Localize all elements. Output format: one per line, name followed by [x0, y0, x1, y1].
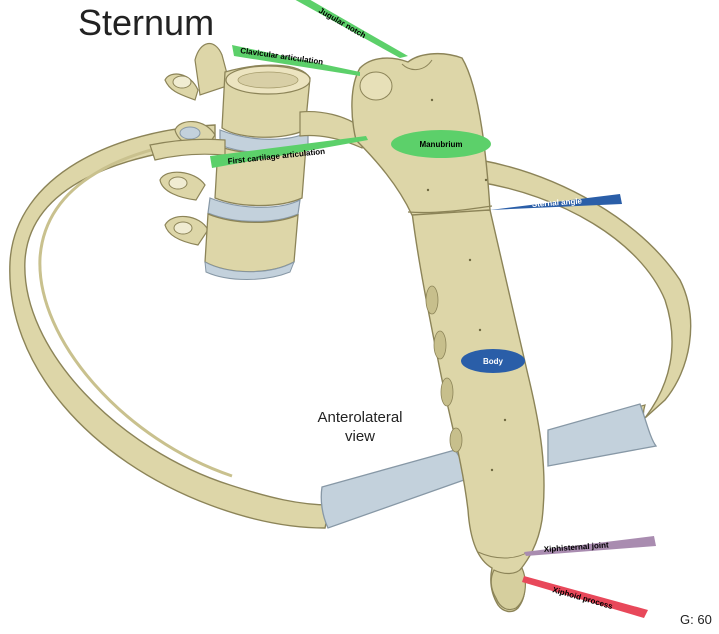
- costal-cartilage-left: [320, 449, 466, 529]
- label-xiphisternal-joint: Xiphisternal joint: [524, 536, 656, 556]
- xiphoid-process: [490, 566, 526, 611]
- label-jugular-notch: Jugular notch: [295, 0, 408, 58]
- sternum-body: [411, 209, 545, 613]
- rib-ring: [9, 124, 692, 529]
- page-title: Sternum: [78, 2, 215, 43]
- label-body: Body: [461, 349, 525, 373]
- label-xiphoid-process: Xiphoid process: [522, 576, 648, 618]
- costal-cartilage-right: [547, 403, 658, 467]
- page-reference: G: 60: [680, 612, 712, 627]
- label-jugular-notch-text: Jugular notch: [317, 6, 367, 40]
- label-body-text: Body: [483, 357, 504, 366]
- rib-arc-left: [9, 124, 331, 529]
- view-caption: Anterolateral view: [317, 409, 403, 445]
- label-manubrium: Manubrium: [391, 130, 491, 158]
- vertebral-body-lower: [204, 213, 299, 273]
- label-sternal-angle-text: Sternal angle: [532, 196, 583, 209]
- label-sternal-angle: Sternal angle: [490, 194, 622, 210]
- vertebral-column: [149, 43, 363, 280]
- label-manubrium-text: Manubrium: [419, 140, 462, 149]
